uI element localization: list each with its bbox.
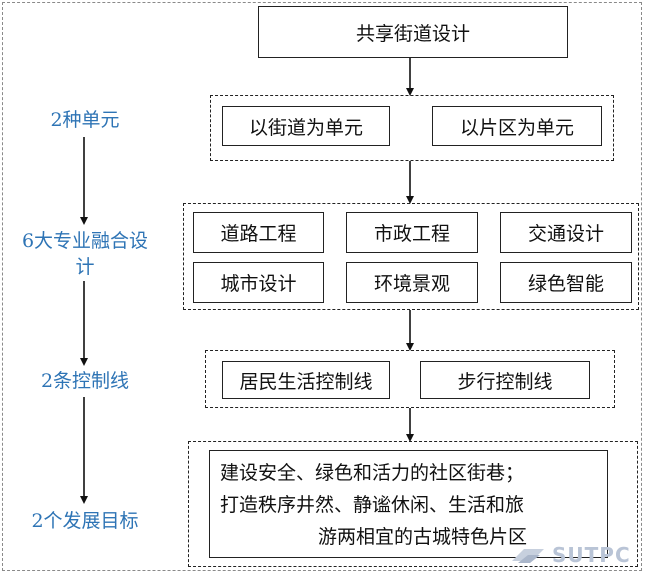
label-goals: 2个发展目标 <box>31 510 139 532</box>
label-disciplines: 6大专业融合设 计 <box>10 228 160 280</box>
discipline-urban-box: 城市设计 <box>193 262 324 303</box>
goals-box: 建设安全、绿色和活力的社区街巷； 打造秩序井然、静谧休闲、生活和旅 游两相宜的古… <box>209 450 608 558</box>
label-control-lines: 2条控制线 <box>40 370 130 392</box>
label-units: 2种单元 <box>50 109 120 131</box>
goal-line-1: 建设安全、绿色和活力的社区街巷； <box>220 462 525 484</box>
control-line-resident-box: 居民生活控制线 <box>222 361 390 399</box>
watermark-text: SUTPC <box>552 543 631 567</box>
watermark-logo-icon <box>512 549 544 563</box>
goal-line-3: 游两相宜的古城特色片区 <box>318 526 528 548</box>
shared-street-design-box: 共享街道设计 <box>258 6 568 58</box>
label-disciplines-line2: 计 <box>75 256 95 278</box>
discipline-road-box: 道路工程 <box>193 212 324 253</box>
discipline-traffic-box: 交通设计 <box>500 212 632 253</box>
discipline-municipal-box: 市政工程 <box>346 212 478 253</box>
control-line-walking-box: 步行控制线 <box>420 361 590 399</box>
label-disciplines-line1: 6大专业融合设 <box>21 230 149 252</box>
goal-line-2: 打造秩序井然、静谧休闲、生活和旅 <box>220 494 525 516</box>
unit-street-box: 以街道为单元 <box>222 106 390 146</box>
discipline-green-smart-box: 绿色智能 <box>500 262 632 303</box>
discipline-landscape-box: 环境景观 <box>346 262 478 303</box>
watermark: SUTPC <box>510 543 631 567</box>
unit-district-box: 以片区为单元 <box>432 106 602 146</box>
